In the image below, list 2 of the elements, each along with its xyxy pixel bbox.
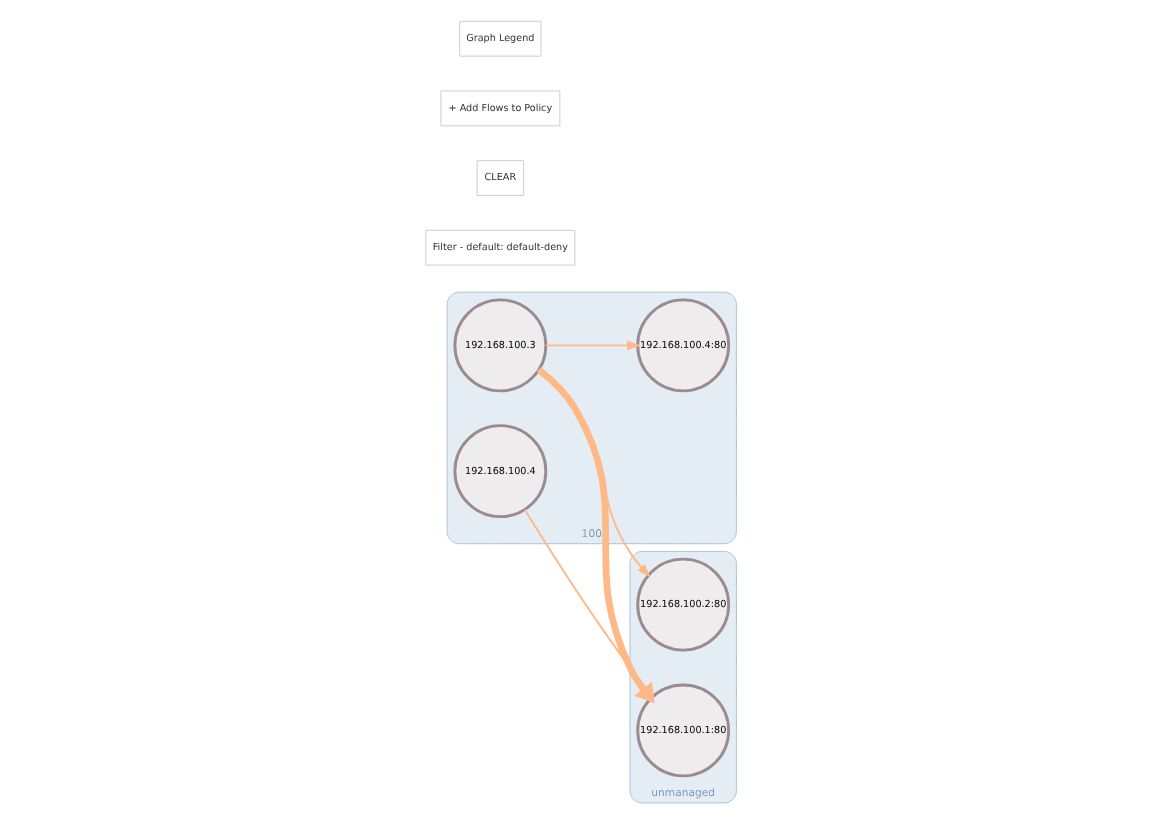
arrow bbox=[544, 340, 640, 351]
arrow bbox=[535, 367, 654, 704]
